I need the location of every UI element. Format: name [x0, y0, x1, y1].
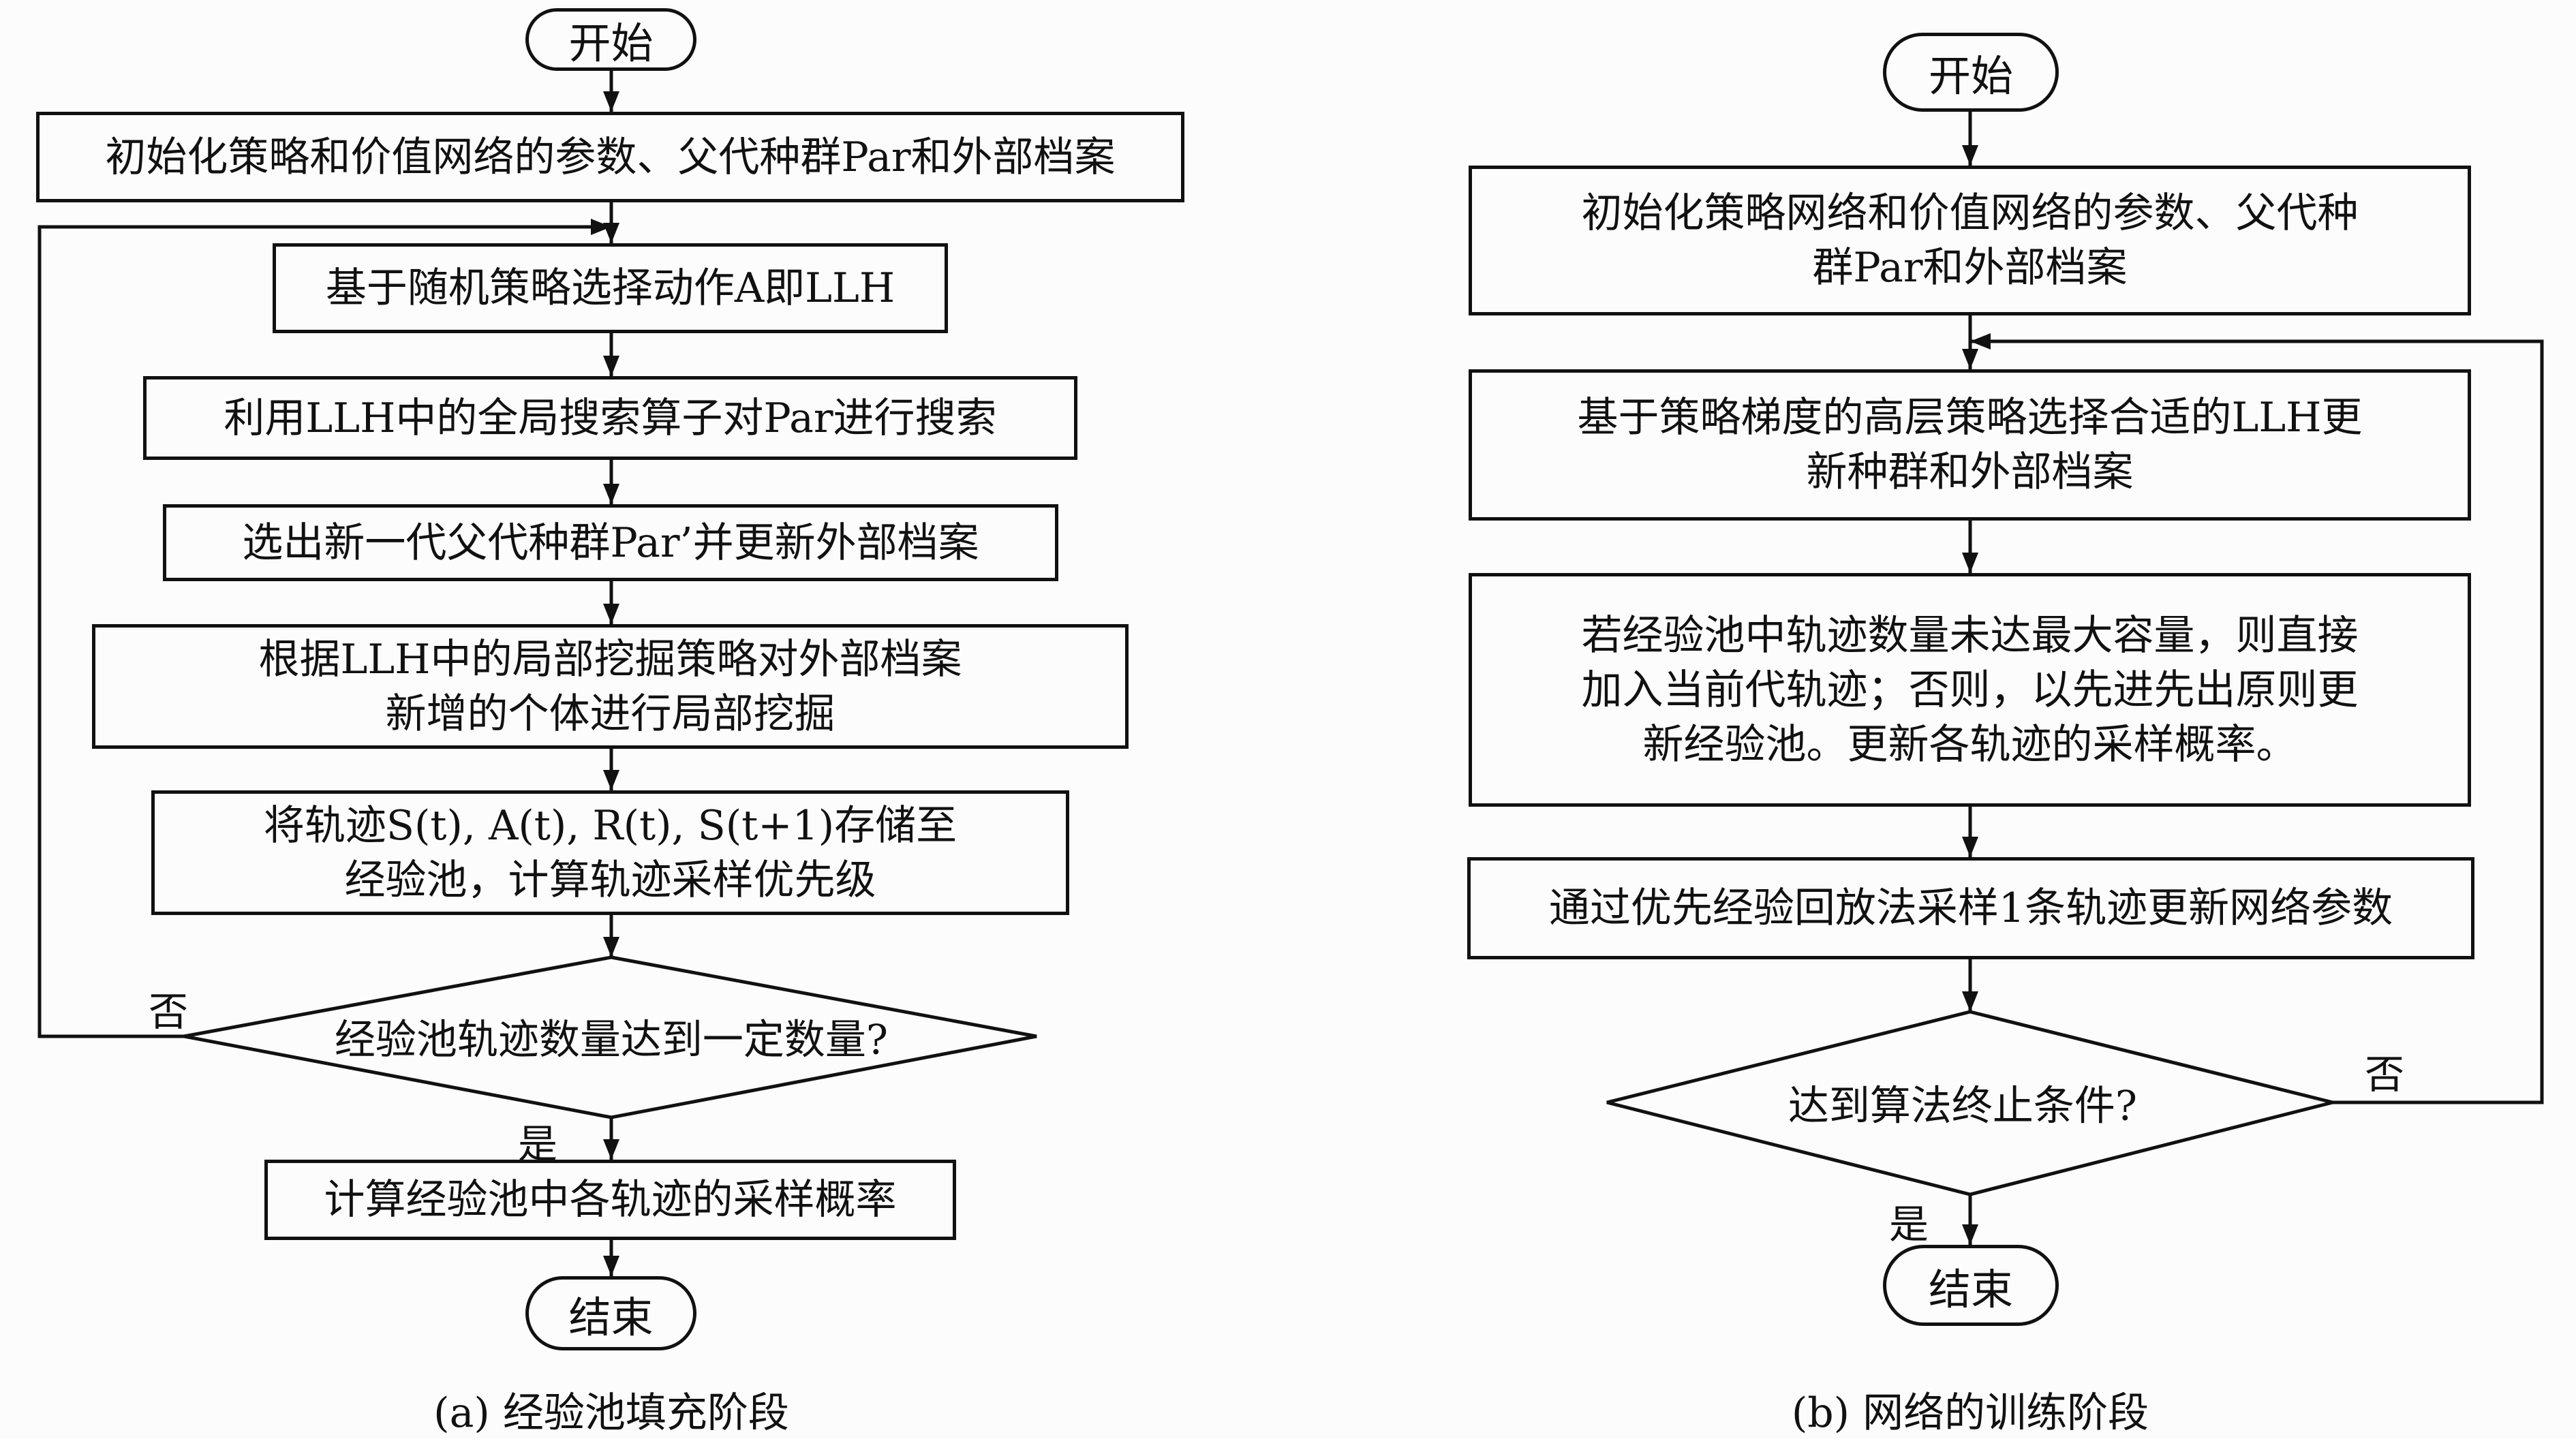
step-text-line: 群Par和外部档案: [1812, 244, 2128, 292]
arrowhead: [603, 1256, 619, 1276]
process-step: 选出新一代父代种群Par’并更新外部档案: [163, 504, 1058, 581]
end-terminal: 结束: [1883, 1245, 2059, 1326]
step-text: 基于随机策略选择动作A即LLH: [325, 264, 895, 312]
step-text-line: 根据LLH中的局部挖掘策略对外部档案: [258, 635, 962, 683]
arrowhead: [603, 937, 619, 957]
arrowhead: [1962, 991, 1978, 1012]
arrowhead: [603, 484, 619, 504]
step-text-line: 新增的个体进行局部挖掘: [385, 690, 835, 738]
arrowhead: [603, 91, 619, 112]
loop-line: [1970, 339, 2544, 1104]
start-terminal: 开始: [525, 8, 696, 71]
process-step: 初始化策略和价值网络的参数、父代种群Par和外部档案: [36, 112, 1184, 202]
end-terminal: 结束: [525, 1276, 696, 1350]
step-text: 选出新一代父代种群Par’并更新外部档案: [242, 519, 979, 567]
step-text: 利用LLH中的全局搜索算子对Par进行搜索: [224, 394, 997, 442]
process-step: 基于随机策略选择动作A即LLH: [273, 243, 948, 333]
arrowhead: [1962, 349, 1978, 369]
arrowhead: [591, 219, 611, 235]
process-step: 基于策略梯度的高层策略选择合适的LLH更 新种群和外部档案: [1469, 369, 2471, 521]
process-step: 根据LLH中的局部挖掘策略对外部档案 新增的个体进行局部挖掘: [92, 624, 1129, 749]
start-terminal: 开始: [1883, 33, 2059, 112]
decision-text: 经验池轨迹数量达到一定数量?: [334, 1016, 889, 1064]
step-text-line: 若经验池中轨迹数量未达最大容量，则直接: [1581, 611, 2359, 660]
caption-a: (a) 经验池填充阶段: [433, 1389, 789, 1437]
decision-text: 达到算法终止条件?: [1788, 1082, 2138, 1130]
step-text: 通过优先经验回放法采样1条轨迹更新网络参数: [1548, 884, 2393, 932]
arrowhead: [1962, 1224, 1978, 1245]
step-text-line: 将轨迹S(t), A(t), R(t), S(t+1)存储至: [263, 801, 957, 850]
step-text-line: 新经验池。更新各轨迹的采样概率。: [1642, 720, 2297, 769]
start-label: 开始: [568, 18, 654, 68]
decision-diamond: [183, 955, 1037, 1119]
end-label: 结束: [568, 1292, 654, 1342]
arrowhead: [603, 604, 619, 624]
caption-b: (b) 网络的训练阶段: [1791, 1389, 2149, 1437]
yes-label: 是: [1889, 1201, 1929, 1248]
process-step: 计算经验池中各轨迹的采样概率: [264, 1160, 956, 1240]
arrowhead: [603, 770, 619, 790]
decision-diamond: [1606, 1010, 2333, 1196]
arrowhead: [1970, 333, 1991, 350]
arrowhead: [1962, 553, 1978, 573]
step-text: 计算经验池中各轨迹的采样概率: [324, 1176, 897, 1224]
step-text-line: 经验池，计算轨迹采样优先级: [344, 856, 876, 904]
loop-line: [37, 225, 611, 1038]
arrowhead: [1962, 837, 1978, 857]
process-step: 若经验池中轨迹数量未达最大容量，则直接 加入当前代轨迹；否则，以先进先出原则更 …: [1469, 573, 2471, 807]
process-step: 通过优先经验回放法采样1条轨迹更新网络参数: [1467, 857, 2474, 959]
arrowhead: [603, 1139, 619, 1160]
process-step: 初始化策略网络和价值网络的参数、父代种 群Par和外部档案: [1469, 166, 2471, 315]
no-label: 否: [149, 989, 189, 1035]
process-step: 将轨迹S(t), A(t), R(t), S(t+1)存储至 经验池，计算轨迹采…: [151, 790, 1069, 915]
no-label: 否: [2365, 1051, 2405, 1098]
yes-label: 是: [518, 1121, 558, 1167]
step-text-line: 新种群和外部档案: [1806, 448, 2134, 496]
step-text-line: 基于策略梯度的高层策略选择合适的LLH更: [1577, 394, 2363, 442]
step-text: 初始化策略和价值网络的参数、父代种群Par和外部档案: [105, 133, 1116, 181]
arrowhead: [603, 356, 619, 376]
step-text-line: 加入当前代轨迹；否则，以先进先出原则更: [1581, 666, 2359, 714]
end-label: 结束: [1928, 1264, 2013, 1314]
step-text-line: 初始化策略网络和价值网络的参数、父代种: [1581, 189, 2359, 237]
process-step: 利用LLH中的全局搜索算子对Par进行搜索: [143, 376, 1077, 460]
start-label: 开始: [1928, 51, 2013, 101]
arrowhead: [1962, 145, 1978, 166]
